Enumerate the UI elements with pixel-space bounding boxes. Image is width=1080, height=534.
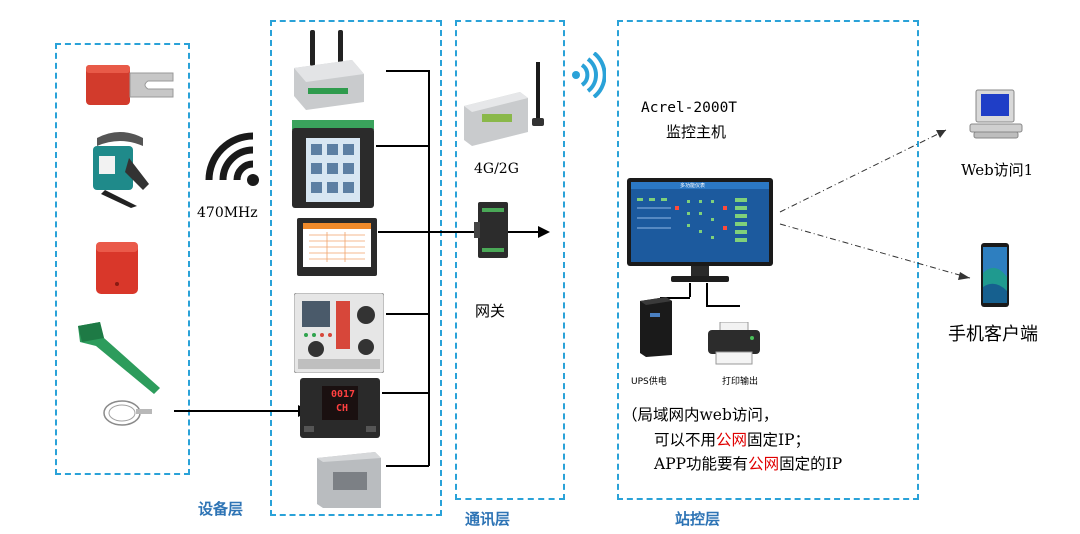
- printer-label: 打印输出: [722, 377, 759, 387]
- bus-vertical: [428, 70, 430, 466]
- bus-branch-1: [386, 70, 429, 72]
- comm-layer-frame: [455, 20, 565, 500]
- touch-screen-meter: [292, 120, 374, 210]
- bus-branch-6: [386, 465, 429, 467]
- network-type-label: 4G/2G: [474, 161, 519, 177]
- meter-reading-top: 0017: [331, 389, 356, 400]
- host-to-ups-line-h: [660, 297, 690, 299]
- public-network-highlight-1: 公网: [716, 431, 748, 449]
- mobile-client-label: 手机客户端: [948, 324, 1038, 345]
- bus-branch-5: [382, 392, 429, 394]
- client-arrows: [779, 129, 971, 280]
- note-line-3: APP功能要有公网固定的IP: [654, 455, 843, 473]
- meter-reading-bottom: CH: [336, 403, 349, 414]
- host-to-printer-line-h: [706, 305, 740, 307]
- wireless-temp-sensor-strap: [85, 128, 155, 208]
- wireless-temp-sensor-red-clip: [78, 55, 178, 115]
- bus-branch-3: [378, 231, 429, 233]
- web-access-label: Web访问1: [961, 161, 1034, 179]
- wireless-temp-collector: [288, 28, 368, 112]
- instrument-layer-frame: [270, 20, 442, 516]
- web-computer-icon: [966, 88, 1026, 140]
- wireless-signal-icon: [205, 128, 275, 190]
- switchgear-controller: [294, 293, 384, 373]
- host-to-ups-line-v: [689, 283, 691, 297]
- gateway-arrowhead: [538, 226, 550, 238]
- host-to-printer-line-v: [706, 283, 708, 305]
- enclosure-box: [313, 448, 383, 510]
- bus-branch-2: [376, 145, 429, 147]
- monitor-host: [627, 178, 773, 284]
- comm-layer-label: 通讯层: [465, 510, 511, 528]
- host-model-label: Acrel-2000T: [641, 100, 738, 116]
- printer-icon: [704, 322, 764, 366]
- bus-branch-4: [386, 313, 429, 315]
- screen-header-text: 多功能仪表: [680, 183, 706, 189]
- gateway-label: 网关: [475, 302, 506, 320]
- gateway-device: [470, 200, 516, 260]
- hmi-panel: [297, 218, 377, 276]
- frequency-label: 470MHz: [197, 205, 258, 221]
- station-layer-label: 站控层: [675, 510, 721, 528]
- device-layer-label: 设备层: [198, 500, 244, 518]
- note-line-1: （局域网内web访问，: [622, 406, 779, 424]
- device-layer-frame: [55, 43, 190, 475]
- wifi-signal-icon: [570, 52, 606, 98]
- 4g-modem: [460, 58, 560, 148]
- note-line-2: 可以不用公网固定IP；: [654, 431, 811, 449]
- host-title-label: 监控主机: [666, 123, 727, 141]
- wireless-temp-sensor-green-tie: [70, 318, 170, 398]
- mobile-phone-icon: [981, 243, 1009, 307]
- digital-meter: [300, 378, 380, 438]
- wired-temp-probe: [100, 393, 160, 433]
- wireless-temp-sensor-red-box: [92, 238, 142, 298]
- station-layer-frame: [617, 20, 919, 500]
- ups-unit: [636, 295, 676, 357]
- ups-label: UPS供电: [631, 377, 667, 387]
- probe-to-meter-line: [174, 410, 300, 412]
- public-network-highlight-2: 公网: [748, 455, 780, 473]
